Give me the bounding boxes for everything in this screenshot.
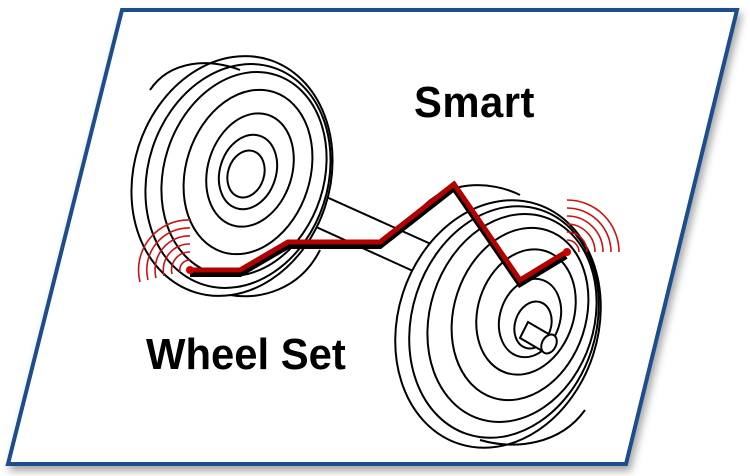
parallelogram-frame — [5, 8, 740, 466]
axle-stub-icon — [518, 320, 558, 355]
title-wheel-set: Wheel Set — [146, 330, 346, 379]
sensor-wire — [190, 180, 568, 284]
right-sensor-point — [563, 248, 571, 256]
title-smart: Smart — [414, 78, 535, 127]
sensor-wire-shadow — [190, 183, 568, 289]
right-sensor-wave-icon — [566, 199, 620, 253]
left-sensor-wave-icon — [137, 219, 191, 283]
left-sensor-point — [186, 266, 194, 274]
